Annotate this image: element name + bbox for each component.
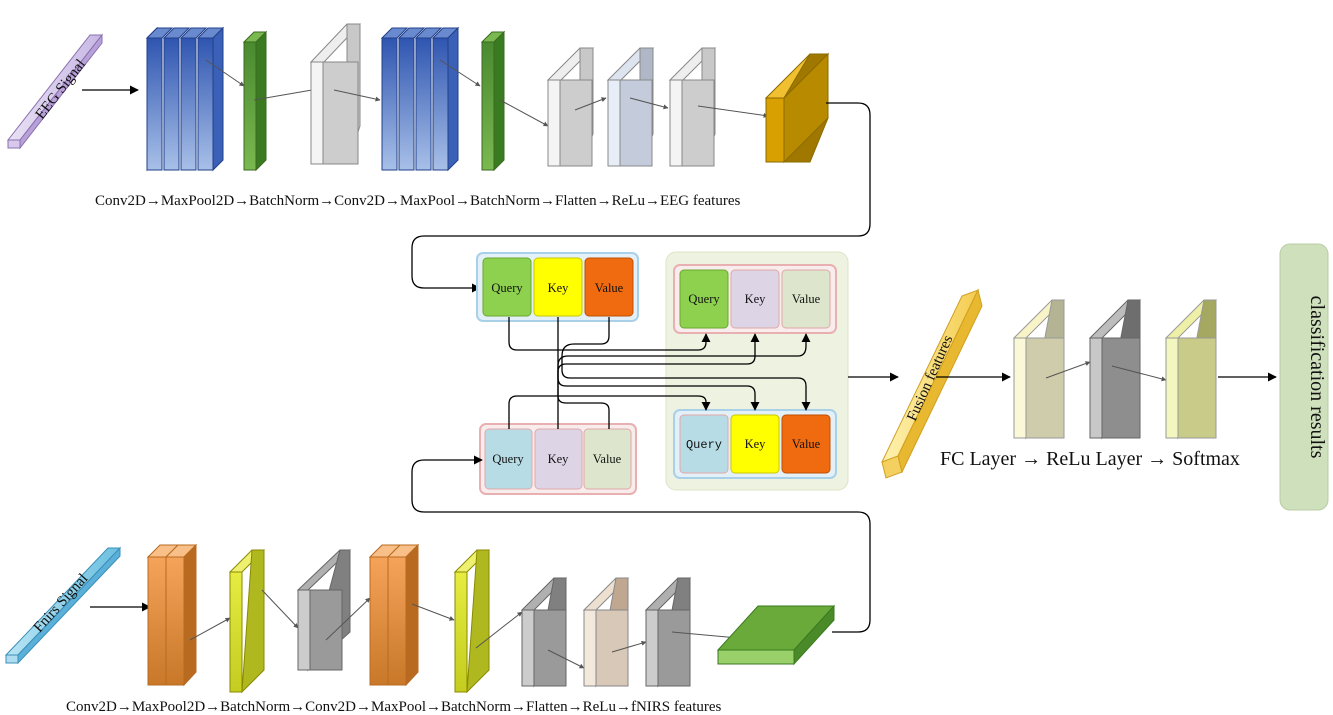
- fnirs-flatten-block: [582, 577, 630, 688]
- fnirs-batchnorm-block: [296, 549, 352, 672]
- fnirs-query-label: Query: [492, 452, 524, 466]
- eeg-key-label: Key: [548, 281, 570, 295]
- cross-bottom-key-label: Key: [745, 437, 767, 451]
- fnirs-signal-input: Fnirs Signal: [4, 546, 122, 665]
- fnirs-value-box: Value: [583, 428, 632, 490]
- fnirs-maxpool-block: [453, 549, 491, 694]
- fnirs-batchnorm-block-2: [520, 577, 568, 688]
- fnirs-conv2d-block: [146, 543, 198, 687]
- fnirs-pipeline-label: Conv2D→MaxPool2D→BatchNorm→Conv2D→MaxPoo…: [66, 699, 722, 715]
- fc-layer-block: [1012, 299, 1066, 440]
- fnirs-signal-label: Fnirs Signal: [31, 571, 92, 636]
- eeg-query-label: Query: [491, 281, 523, 295]
- eeg-qkv-group: Query Key Value: [476, 252, 639, 322]
- cross-top-query-label: Query: [688, 292, 720, 306]
- eeg-query-box: Query: [482, 257, 532, 317]
- cross-top-query-box: [679, 269, 729, 329]
- fnirs-features-connector: [411, 455, 871, 633]
- eeg-pipeline-label: Conv2D→MaxPool2D→BatchNorm→Conv2D→MaxPoo…: [95, 193, 741, 209]
- fnirs-key-box: Key: [534, 428, 583, 490]
- eeg-value-label: Value: [595, 281, 624, 295]
- cross-bottom-query-label: Query: [686, 438, 722, 452]
- fnirs-value-label: Value: [593, 452, 622, 466]
- fnirs-relu-block: [644, 577, 692, 688]
- classification-results-label: classification results: [1306, 296, 1328, 459]
- eeg-flatten-block: [606, 47, 655, 167]
- eeg-features-connector: [411, 102, 871, 293]
- relu-layer-block: [1088, 299, 1142, 440]
- eeg-branch: EEG Signal: [6, 23, 830, 209]
- fnirs-features-block: [716, 604, 836, 666]
- eeg-conv2d-block-2: [380, 26, 460, 172]
- cross-bottom-value-label: Value: [792, 437, 821, 451]
- eeg-maxpool2d-block: [242, 30, 268, 172]
- cross-top-value-box: [781, 269, 831, 329]
- fnirs-branch: Fnirs Signal: [4, 543, 836, 715]
- cross-top-key-box: [730, 269, 780, 329]
- fnirs-key-label: Key: [548, 452, 570, 466]
- eeg-signal-label: EEG Signal: [33, 57, 89, 123]
- cross-bottom-value-box: [781, 414, 831, 474]
- eeg-value-box: Value: [584, 257, 634, 317]
- classifier-pipeline-label: FC Layer → ReLu Layer → Softmax: [940, 448, 1240, 470]
- fnirs-conv2d-block-2: [368, 543, 420, 687]
- eeg-maxpool-block: [480, 30, 506, 172]
- fnirs-maxpool2d-block: [228, 549, 266, 694]
- eeg-batchnorm-block-2: [546, 47, 595, 167]
- fnirs-qkv-group: Query Key Value: [479, 423, 637, 495]
- eeg-conv2d-block: [145, 26, 225, 172]
- softmax-block: [1164, 299, 1218, 440]
- cross-connections: [508, 317, 899, 429]
- eeg-signal-input: EEG Signal: [6, 33, 104, 150]
- cross-attention-panel: Query Key Value Query Key Value: [665, 251, 849, 491]
- cross-top-key-label: Key: [745, 292, 767, 306]
- classification-results-box: classification results: [1279, 243, 1329, 511]
- cross-top-value-label: Value: [792, 292, 821, 306]
- eeg-key-box: Key: [533, 257, 583, 317]
- cross-bottom-query-box: [679, 414, 729, 474]
- eeg-features-block: [764, 52, 830, 164]
- cross-bottom-key-box: [730, 414, 780, 474]
- cross-bottom-qkv: Query Key Value: [673, 409, 837, 479]
- fnirs-query-box: Query: [484, 428, 533, 490]
- cross-top-qkv: Query Key Value: [673, 264, 837, 334]
